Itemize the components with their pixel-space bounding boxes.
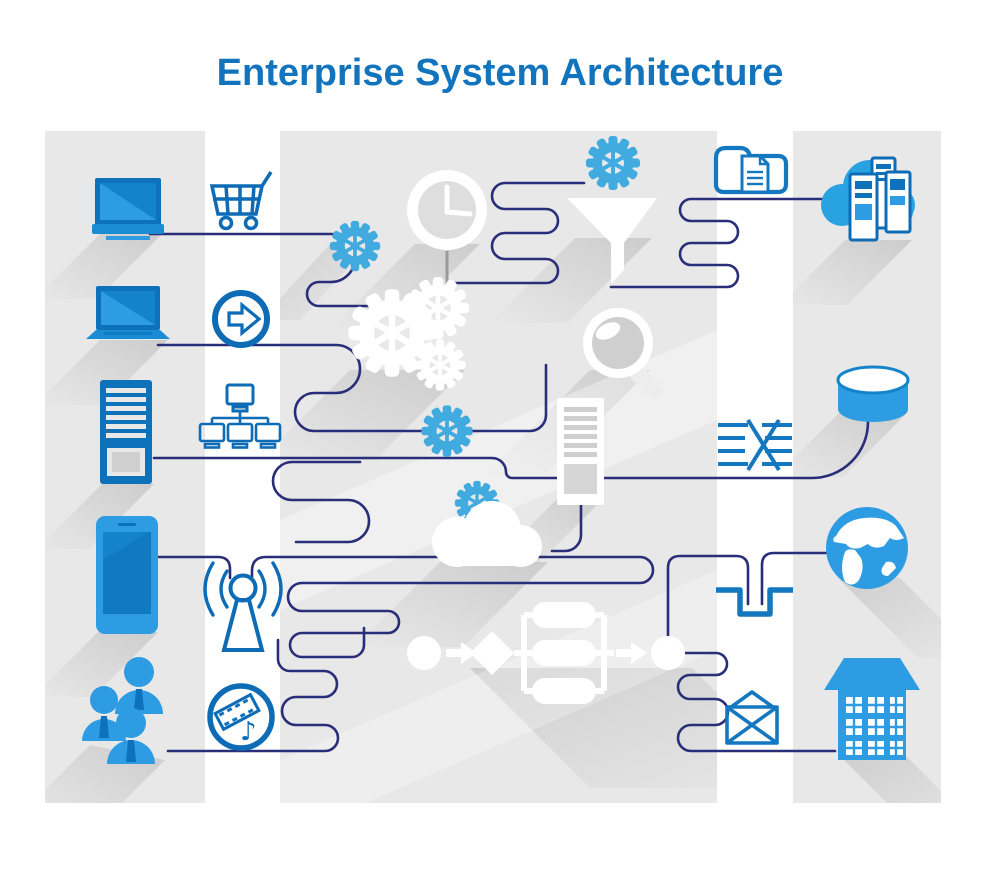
connector-gears-topgear — [453, 181, 586, 285]
connector-antenna-meander — [250, 555, 655, 659]
connector-bracket-globe — [760, 551, 828, 606]
band-streaks — [280, 330, 717, 803]
band3-shadows — [793, 240, 941, 803]
connector-funnel-cloudservers — [609, 197, 840, 289]
pipeline-bracket-icon — [716, 587, 793, 617]
cloud-servers-icon — [821, 156, 915, 242]
gear-blue-top-icon — [586, 136, 640, 190]
smartphone-icon — [96, 516, 158, 634]
desktop-monitor-icon — [92, 178, 164, 240]
envelope-mail-icon — [725, 690, 779, 745]
process-flowchart-icon — [407, 602, 685, 704]
radio-antenna-icon — [203, 561, 283, 652]
user-group-icon — [82, 657, 163, 764]
globe-icon — [826, 507, 908, 589]
shopping-cart-icon — [209, 171, 273, 231]
connector-circle-bracket — [666, 554, 750, 638]
connector-phone-antenna — [155, 555, 232, 580]
magnifier-icon — [583, 308, 663, 399]
network-topology-icon — [198, 383, 282, 449]
data-switch-icon — [718, 418, 792, 472]
connector-people-meander — [166, 638, 340, 753]
media-film-music-icon: ♪ — [207, 683, 275, 751]
page-title: Enterprise System Architecture — [216, 52, 784, 94]
office-building-icon — [824, 658, 920, 760]
connector-rack-cloud — [550, 503, 583, 553]
server-tower-icon — [100, 380, 152, 484]
document-folder-icon — [713, 145, 789, 195]
connector-circle-building — [676, 651, 837, 753]
connector-server-rack — [152, 456, 559, 480]
connector-gear-up — [446, 363, 548, 433]
music-note-glyph: ♪ — [240, 717, 257, 747]
laptop-icon — [86, 286, 170, 339]
arrow-circle-icon — [212, 290, 270, 348]
connector-meander-left — [271, 460, 371, 544]
rack-list-server-icon — [557, 398, 604, 505]
cloud-with-gear-icon — [432, 480, 542, 567]
connector-rack-database — [602, 413, 870, 480]
clock-icon — [407, 170, 487, 250]
database-cylinder-icon — [836, 365, 910, 422]
funnel-filter-icon — [567, 198, 657, 284]
